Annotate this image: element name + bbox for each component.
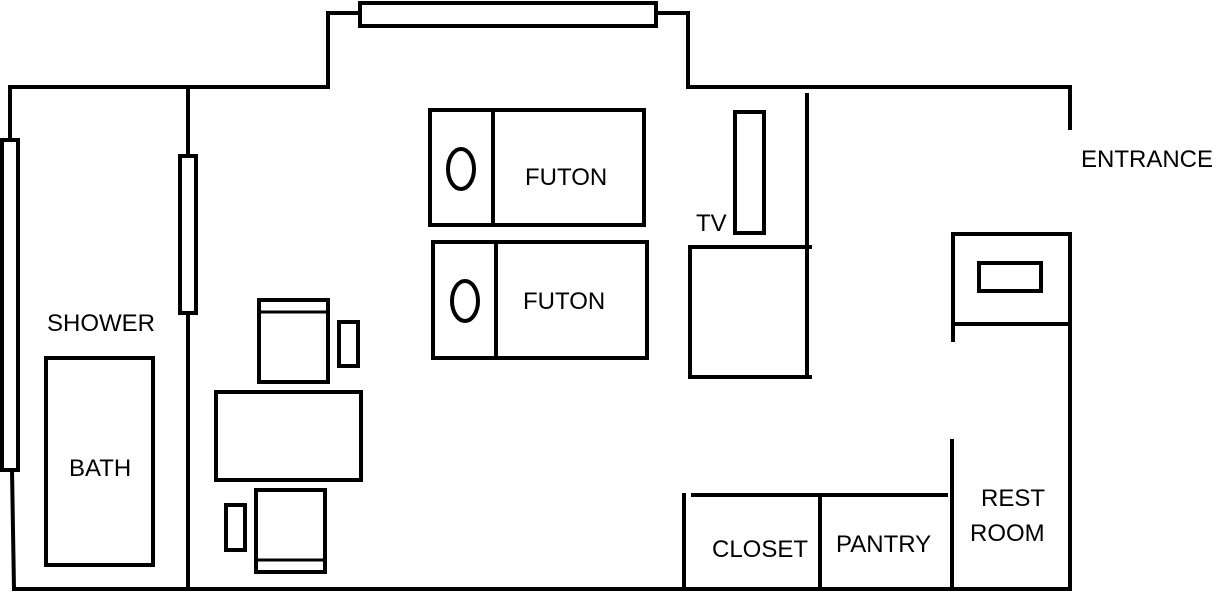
balcony-bay	[326, 1, 690, 89]
tv-area: TV	[688, 93, 812, 379]
side-stool-bottom	[224, 503, 247, 552]
entrance-cabinet-outline	[951, 232, 1072, 342]
bath-partition-window	[178, 154, 198, 315]
bathtub	[44, 356, 155, 567]
shower-label: SHOWER	[47, 310, 155, 337]
left-wall-bottom	[9, 467, 17, 592]
bath-label: BATH	[69, 455, 131, 482]
storage-block: CLOSET PANTRY REST ROOM	[682, 439, 1045, 591]
side-stool-top	[337, 320, 360, 368]
futon-1-label: FUTON	[525, 164, 607, 191]
chair-bottom	[254, 488, 327, 574]
tv-label: TV	[696, 210, 727, 237]
chair-top	[257, 298, 330, 384]
pantry-label: PANTRY	[836, 531, 931, 558]
entrance-sink	[977, 261, 1043, 293]
futon-2-label: FUTON	[523, 288, 605, 315]
balcony-window	[358, 1, 658, 28]
tv-screen	[733, 110, 766, 235]
restroom-label-line1: REST	[981, 485, 1045, 512]
tv-cabinet	[688, 245, 812, 379]
futon-2: FUTON	[431, 240, 649, 360]
futon-2-pillow	[450, 279, 480, 323]
closet-label: CLOSET	[712, 536, 808, 563]
futon-1: FUTON	[428, 108, 646, 227]
dining-table	[214, 390, 363, 482]
entrance-cabinet	[951, 232, 1072, 342]
left-outer-window	[0, 138, 20, 472]
dining-set	[214, 298, 363, 574]
futon-1-pillow	[446, 147, 476, 191]
restroom-label-line2: ROOM	[970, 520, 1045, 547]
entrance-label: ENTRANCE	[1081, 146, 1213, 173]
outer-walls	[8, 85, 1072, 592]
